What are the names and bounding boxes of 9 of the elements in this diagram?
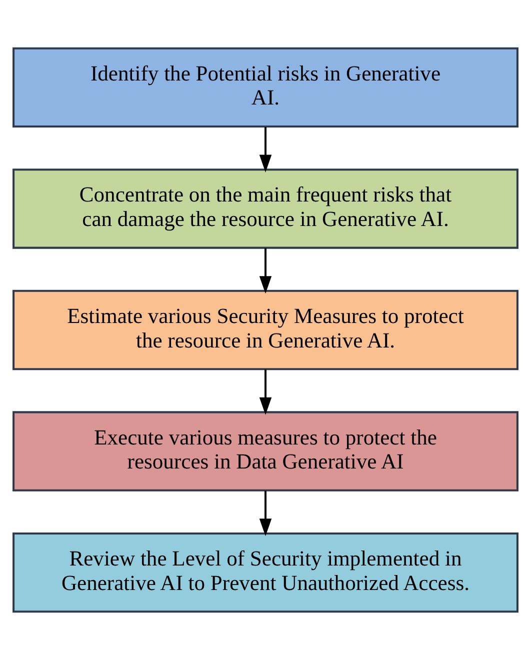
node-box: Review the Level of Security implemented in Generative AI to Prevent Unauthorized Access. (12, 532, 518, 613)
node-box: Execute various measures to protect the resources in Data Generative AI (12, 411, 518, 492)
node-box: Estimate various Security Measures to protect the resource in Generative AI. (12, 290, 518, 370)
node-box: Identify the Potential risks in Generative AI. (12, 47, 518, 128)
arrow (259, 490, 272, 536)
node-box: Concentrate on the main frequent risks that can damage the resource in Generative AI. (12, 168, 518, 249)
arrow (259, 126, 272, 172)
arrow (259, 370, 272, 415)
arrow (259, 248, 272, 294)
